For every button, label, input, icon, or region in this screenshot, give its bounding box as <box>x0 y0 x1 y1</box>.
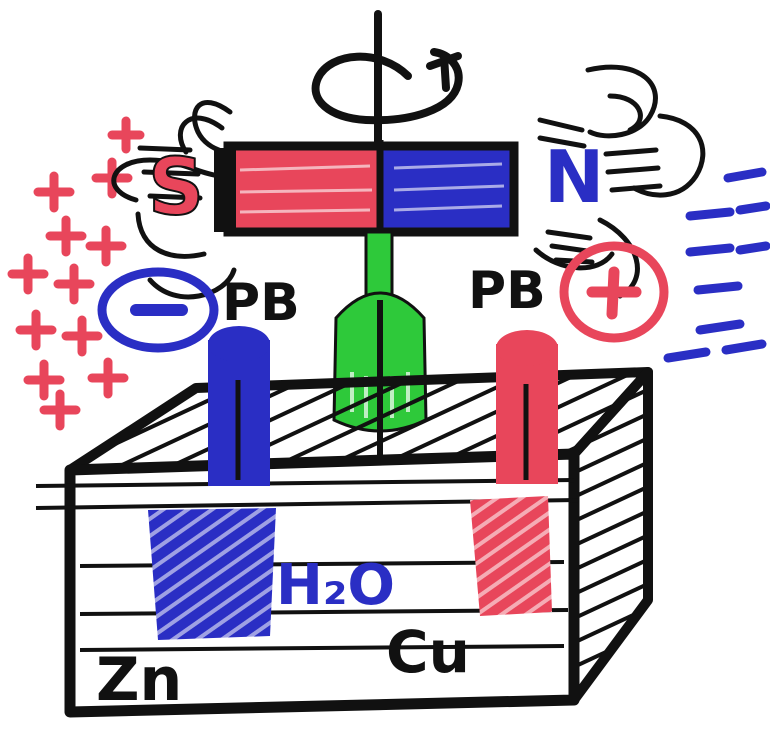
plus-icon <box>112 121 140 149</box>
plus-icon <box>58 268 90 300</box>
left-terminal-label: PB <box>222 273 300 333</box>
minus-icon <box>700 324 740 330</box>
minus-icon <box>698 286 738 290</box>
plus-icon <box>92 362 124 394</box>
plus-icon <box>66 320 98 352</box>
plus-icon <box>20 314 52 346</box>
plus-icon <box>44 394 76 426</box>
minus-icon <box>690 248 730 252</box>
water-label: H₂O <box>276 553 395 618</box>
positive-terminal-marker <box>564 246 664 338</box>
south-pole-label: S <box>148 143 204 233</box>
plus-icon <box>38 176 70 208</box>
minus-icon <box>668 352 706 358</box>
negative-charge-field <box>668 172 766 358</box>
minus-icon <box>740 206 766 210</box>
north-pole-label: N <box>544 135 604 219</box>
negative-terminal-marker <box>102 272 214 348</box>
minus-icon <box>690 212 730 216</box>
minus-icon <box>740 246 766 250</box>
plus-icon <box>90 230 122 262</box>
plus-icon <box>28 364 60 396</box>
bar-magnet <box>214 140 514 238</box>
plus-icon <box>50 220 82 252</box>
minus-icon <box>728 172 762 178</box>
zinc-label: Zn <box>96 645 182 715</box>
minus-icon <box>726 344 762 350</box>
plus-icon <box>12 258 44 290</box>
copper-label: Cu <box>386 618 470 686</box>
plus-icon <box>592 272 636 314</box>
right-terminal-label: PB <box>468 261 546 321</box>
